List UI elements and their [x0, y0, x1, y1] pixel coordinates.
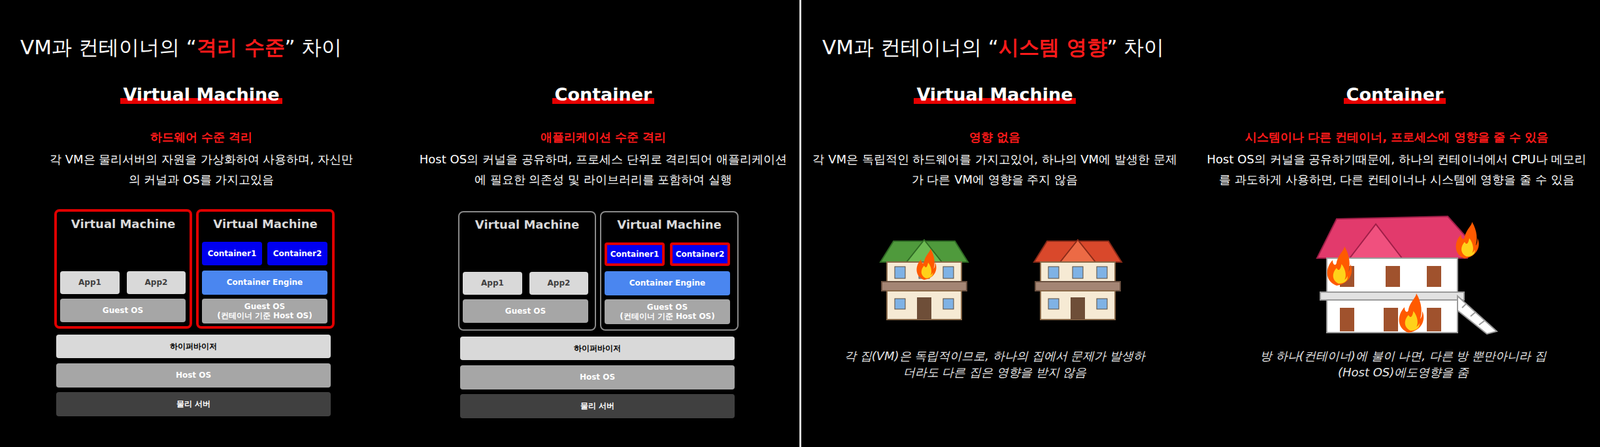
section-heading: Container	[1343, 83, 1447, 106]
layer-box: 하이퍼바이저	[56, 334, 331, 359]
title-highlight: 격리 수준	[196, 35, 285, 59]
layer-box: App1	[60, 271, 120, 295]
slide-title: VM과 컨테이너의 “시스템 영향” 차이	[822, 33, 1165, 62]
sub-heading: 영향 없음	[818, 129, 1172, 145]
box-label: App1	[481, 278, 504, 288]
layer-box: Guest OS(컨테이너 기준 Host OS)	[604, 299, 731, 325]
box-label: Container Engine	[629, 278, 706, 288]
title-text: VM과 컨테이너의 “	[822, 35, 999, 59]
description: 각 VM은 물리서버의 자원을 가상화하여 사용하며, 자신만의 커널과 OS를…	[44, 149, 359, 190]
sub-heading: 애플리케이션 수준 격리	[420, 129, 787, 145]
box-label: Host OS	[579, 372, 616, 382]
sub-heading: 하드웨어 수준 격리	[37, 129, 365, 145]
vm-title: Virtual Machine	[459, 217, 595, 232]
box-label: Container2	[675, 249, 725, 259]
box-label: Guest OS	[647, 302, 688, 312]
layer-box: 물리 서버	[56, 392, 331, 417]
layer-box: Container Engine	[604, 271, 731, 296]
box-label: Guest OS	[102, 305, 144, 316]
box-label: Container1	[207, 249, 257, 259]
heading-wrap: Container	[1264, 83, 1526, 106]
layer-box: App2	[126, 271, 186, 295]
heading-wrap: Container	[472, 83, 734, 106]
layer-box: Host OS	[460, 365, 735, 390]
layer-box: Guest OS(컨테이너 기준 Host OS)	[201, 298, 328, 324]
burning-apartment	[1316, 216, 1497, 334]
slide-title: VM과 컨테이너의 “격리 수준” 차이	[20, 33, 342, 62]
box-label: App1	[78, 277, 102, 287]
box-label: 물리 서버	[176, 399, 211, 409]
vm-title: Virtual Machine	[198, 216, 333, 231]
box-label: 하이퍼바이저	[169, 341, 217, 351]
box-label: Host OS	[175, 370, 212, 380]
box-label: Guest OS	[505, 306, 546, 316]
sub-heading: 시스템이나 다른 컨테이너, 프로세스에 영향을 줄 수 있음	[1203, 129, 1590, 145]
layer-box: Host OS	[56, 363, 331, 388]
layer-box: Container2	[669, 242, 731, 267]
house-on-fire	[880, 239, 968, 320]
section-heading: Virtual Machine	[913, 83, 1076, 106]
layer-box: 물리 서버	[460, 394, 735, 419]
description: Host OS의 커널을 공유하기때문에, 하나의 컨테이너에서 CPU나 메모…	[1203, 149, 1590, 190]
vm-title: Virtual Machine	[601, 217, 738, 232]
layer-box: Container2	[267, 241, 328, 266]
caption: 방 하나(컨테이너)에 불이 나면, 다른 방 뿐만아니라 집(Host OS)…	[1252, 347, 1554, 381]
description: 각 VM은 독립적인 하드웨어를 가지고있어, 하나의 VM에 발생한 문제가 …	[811, 149, 1178, 190]
box-label: Container Engine	[226, 277, 303, 287]
layer-box: 하이퍼바이저	[460, 336, 735, 361]
layer-box: Container Engine	[201, 270, 328, 295]
box-label: Container1	[610, 249, 660, 259]
title-text: ” 차이	[284, 35, 343, 59]
heading-wrap: Virtual Machine	[864, 83, 1126, 106]
section-heading: Container	[552, 83, 655, 106]
section-heading: Virtual Machine	[120, 83, 282, 106]
vm-box: Virtual MachineContainer1 Container2Conta…	[196, 209, 335, 329]
layer-box: App1	[462, 271, 523, 295]
vm-box: Virtual MachineApp1 App2Guest OS	[54, 209, 193, 329]
box-label: Guest OS	[244, 301, 285, 312]
box-label: App2	[547, 278, 571, 288]
house-safe	[1033, 239, 1122, 320]
box-label: 물리 서버	[580, 401, 615, 411]
title-text: ” 차이	[1107, 35, 1165, 59]
layer-box: Container1	[604, 242, 665, 267]
vm-title: Virtual Machine	[56, 216, 190, 231]
layer-box: Guest OS	[60, 298, 186, 323]
box-label: 하이퍼바이저	[573, 343, 621, 353]
vm-box: Virtual MachineContainer1 Container2Conta…	[600, 211, 739, 331]
box-label: App2	[145, 277, 168, 287]
title-text: VM과 컨테이너의 “	[20, 35, 197, 59]
layer-box: Guest OS	[462, 299, 589, 323]
box-label: (컨테이너 기준 Host OS)	[216, 311, 313, 321]
box-label: (컨테이너 기준 Host OS)	[619, 311, 716, 321]
vm-box: Virtual MachineApp1 App2Guest OS	[458, 211, 597, 331]
heading-wrap: Virtual Machine	[70, 83, 333, 106]
slide-divider	[799, 0, 802, 447]
box-label: Container2	[273, 249, 323, 259]
layer-box: App2	[529, 271, 589, 295]
description: Host OS의 커널을 공유하며, 프로세스 단위로 격리되어 애플리케이션에…	[413, 149, 793, 190]
layer-box: Container1	[201, 241, 263, 266]
caption: 각 집(VM)은 독립적이므로, 하나의 집에서 문제가 발생하더라도 다른 집…	[844, 347, 1146, 381]
title-highlight: 시스템 영향	[998, 35, 1108, 59]
